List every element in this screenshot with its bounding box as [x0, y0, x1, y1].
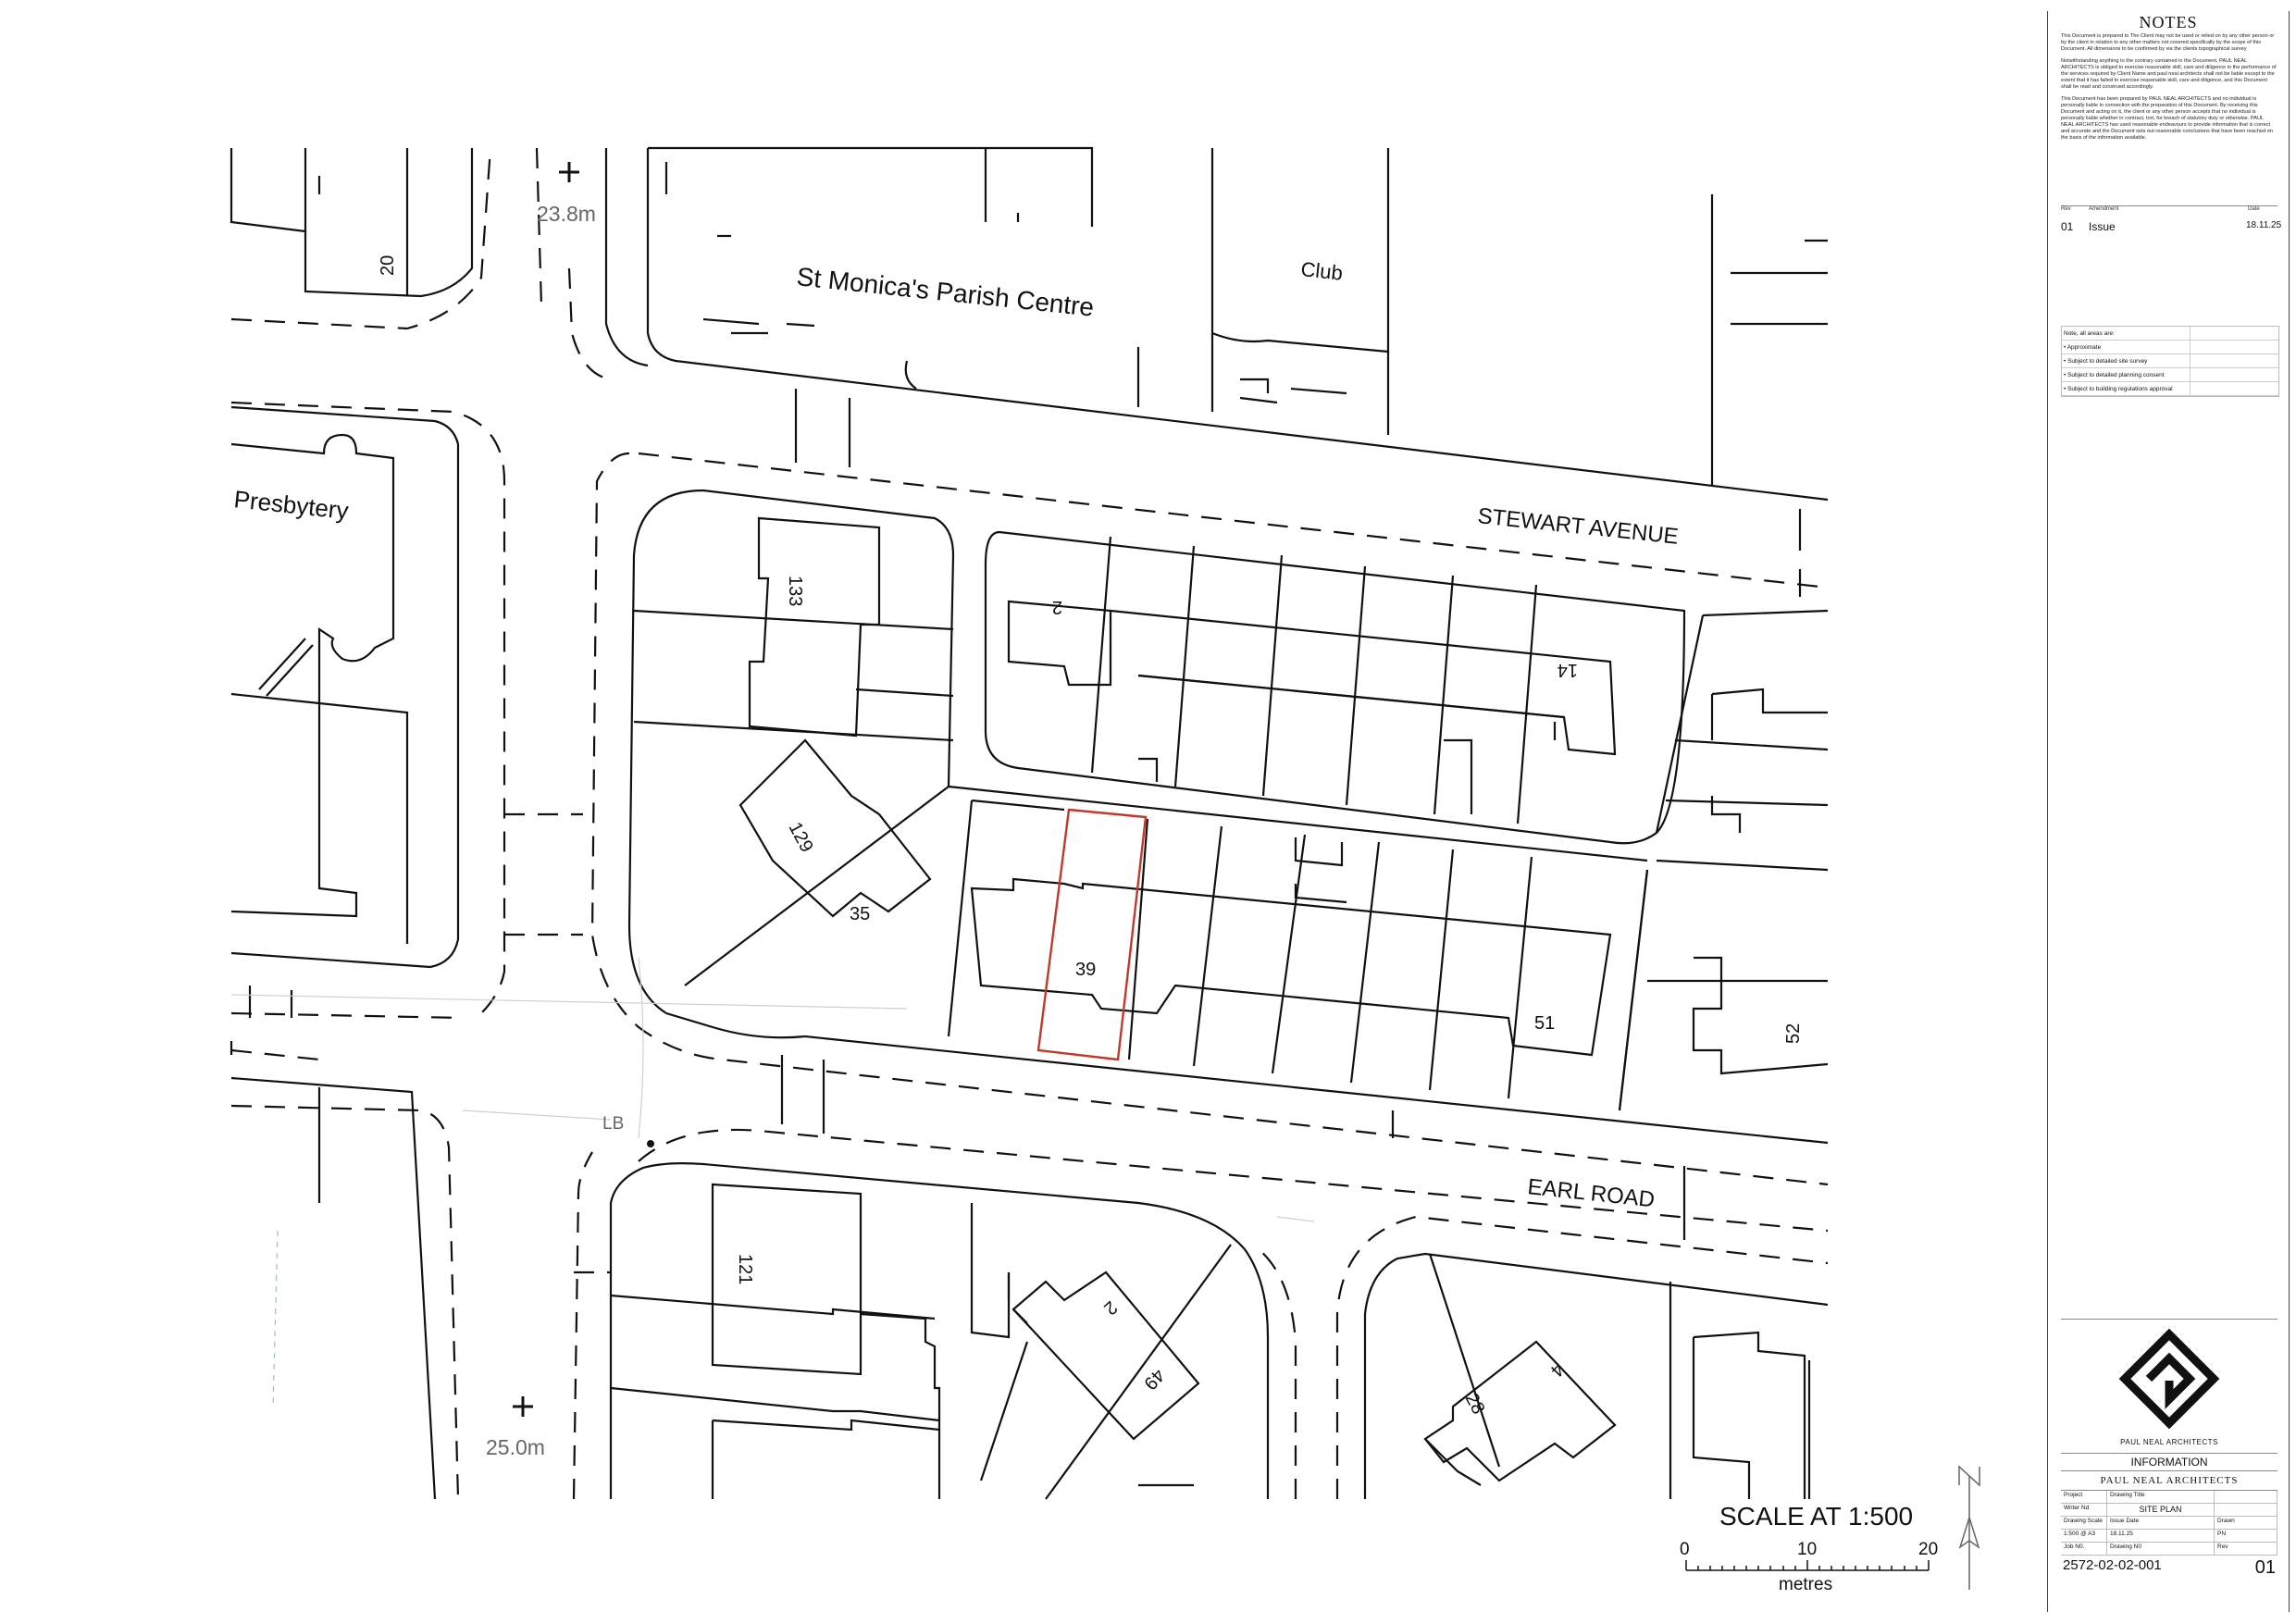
- house-number-129: 129: [785, 819, 817, 856]
- rev-header: Rev: [2061, 206, 2071, 212]
- rev-number: 01: [2061, 220, 2074, 233]
- issue-date-value: 18.11.25: [2107, 1530, 2215, 1543]
- notes-body: This Document is prepared to The Client …: [2061, 33, 2277, 147]
- logo-text: PAUL NEAL ARCHITECTS: [2120, 1438, 2218, 1446]
- site-plan-map: St Monica's Parish Centre Club Presbyter…: [230, 146, 1980, 1594]
- area-note-item: • Approximate: [2062, 341, 2278, 354]
- scale-tick-20: 20: [1918, 1540, 1938, 1559]
- street-label-stewart-avenue: STEWART AVENUE: [1476, 503, 1679, 550]
- notes-paragraph: Notwithstanding anything to the contrary…: [2061, 58, 2277, 90]
- revision-header: Rev Amendment Date: [2061, 205, 2277, 212]
- spot-level-marker-1: [559, 162, 579, 182]
- amendment-header: Amendment: [2089, 206, 2119, 212]
- letter-box-marker: [647, 1140, 654, 1147]
- scale-value: 1:500 @ A3: [2061, 1530, 2107, 1543]
- house-number-35: 35: [850, 904, 870, 924]
- house-number-133: 133: [785, 576, 805, 606]
- house-number-28: 28: [1461, 1390, 1489, 1418]
- company-logo-icon: [2118, 1329, 2220, 1430]
- section-heading: INFORMATION: [2061, 1453, 2277, 1470]
- area-notes-table: Note, all areas are: • Approximate • Sub…: [2061, 326, 2279, 397]
- rev-date: 18.11.25: [2246, 220, 2282, 230]
- scale-unit: metres: [1779, 1575, 1832, 1594]
- area-note-item: • Subject to detailed planning consent: [2062, 368, 2278, 382]
- spot-level-label-1: 23.8m: [537, 202, 596, 226]
- drawing-number: 2572-02-02-001: [2063, 1557, 2162, 1573]
- client-label: Writer Nd: [2061, 1504, 2107, 1517]
- drawing-number-row: 2572-02-02-001 01: [2061, 1556, 2277, 1581]
- blank-cell: [2215, 1504, 2277, 1517]
- rev-amendment: Issue: [2089, 220, 2116, 233]
- scale-title: SCALE AT 1:500: [1719, 1502, 1913, 1531]
- street-label-earl-road: EARL ROAD: [1526, 1174, 1656, 1212]
- date-header: Date: [2248, 206, 2260, 212]
- job-label: Job N0.: [2061, 1543, 2107, 1556]
- house-number-14: 14: [1558, 660, 1578, 680]
- issue-date-label: Issue Date: [2107, 1517, 2215, 1530]
- north-arrow-icon: [1958, 1465, 1980, 1590]
- area-note-item: • Subject to detailed site survey: [2062, 354, 2278, 368]
- drawing-revision: 01: [2254, 1557, 2276, 1578]
- area-notes-title: Note, all areas are:: [2062, 327, 2278, 341]
- scale-tick-10: 10: [1797, 1540, 1817, 1559]
- notes-paragraph: This Document has been prepared by PAUL …: [2061, 96, 2273, 141]
- revision-row: 01 Issue 18.11.25: [2061, 220, 2282, 233]
- house-number-49: 49: [1139, 1365, 1168, 1394]
- notes-paragraph: This Document is prepared to The Client …: [2061, 33, 2275, 52]
- rev-label: Rev: [2215, 1543, 2277, 1556]
- drawing-title-label: Drawing Title: [2107, 1491, 2215, 1504]
- spot-level-label-2: 25.0m: [486, 1435, 545, 1459]
- blank-cell: [2215, 1491, 2277, 1504]
- project-label: Project: [2061, 1491, 2107, 1504]
- house-number-2-stewart: 2: [1052, 597, 1062, 617]
- drawn-label: Drawn: [2215, 1517, 2277, 1530]
- title-block: PAUL NEAL ARCHITECTS INFORMATION PAUL NE…: [2061, 1319, 2277, 1581]
- building-label-parish-centre: St Monica's Parish Centre: [795, 262, 1095, 322]
- letter-box-label: LB: [602, 1114, 624, 1134]
- house-number-20: 20: [378, 255, 398, 276]
- scale-bar: [1685, 1560, 1930, 1571]
- building-label-club: Club: [1299, 257, 1344, 285]
- area-note-item: • Subject to building regulations approv…: [2062, 382, 2278, 396]
- house-number-121: 121: [735, 1254, 755, 1284]
- drawing-title: SITE PLAN: [2107, 1504, 2215, 1517]
- drawing-no-label: Drawing N0: [2107, 1543, 2215, 1556]
- building-label-presbytery: Presbytery: [232, 485, 350, 525]
- drawn-value: PN: [2215, 1530, 2277, 1543]
- house-number-2-earl: 2: [1099, 1296, 1121, 1319]
- notes-title: NOTES: [2139, 13, 2198, 31]
- house-number-39: 39: [1075, 960, 1096, 980]
- company-name: PAUL NEAL ARCHITECTS: [2061, 1470, 2277, 1490]
- scale-label: Drawing Scale: [2061, 1517, 2107, 1530]
- site-boundary: [1036, 808, 1148, 1061]
- house-number-51: 51: [1534, 1013, 1555, 1034]
- logo-area: PAUL NEAL ARCHITECTS: [2061, 1319, 2277, 1449]
- title-sheet: NOTES This Document is prepared to The C…: [2047, 11, 2290, 1612]
- house-number-4: 4: [1546, 1359, 1569, 1381]
- scale-tick-0: 0: [1680, 1540, 1690, 1559]
- title-block-cells: Project Drawing Title Writer Nd SITE PLA…: [2061, 1490, 2277, 1556]
- house-number-52: 52: [1783, 1023, 1804, 1044]
- spot-level-marker-2: [513, 1396, 533, 1417]
